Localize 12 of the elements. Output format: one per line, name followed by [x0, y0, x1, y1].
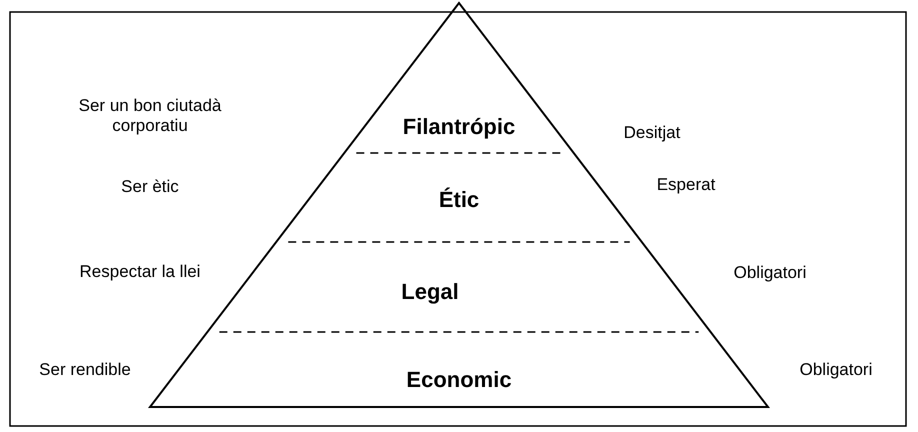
side-label: Ser rendible — [38, 360, 132, 380]
side-label: Obligatori — [734, 263, 806, 283]
side-label: Respectar la llei — [78, 262, 202, 282]
level-label: Economic — [406, 367, 512, 393]
level-label: Filantrópic — [402, 114, 516, 140]
side-label: Obligatori — [800, 360, 872, 380]
side-label: Desitjat — [624, 123, 680, 143]
side-label: Esperat — [656, 175, 716, 195]
side-label: Ser ètic — [120, 177, 180, 197]
level-label: Legal — [401, 279, 459, 305]
level-label: Étic — [438, 187, 480, 213]
side-label: Ser un bon ciutadà corporatiu — [78, 96, 222, 136]
